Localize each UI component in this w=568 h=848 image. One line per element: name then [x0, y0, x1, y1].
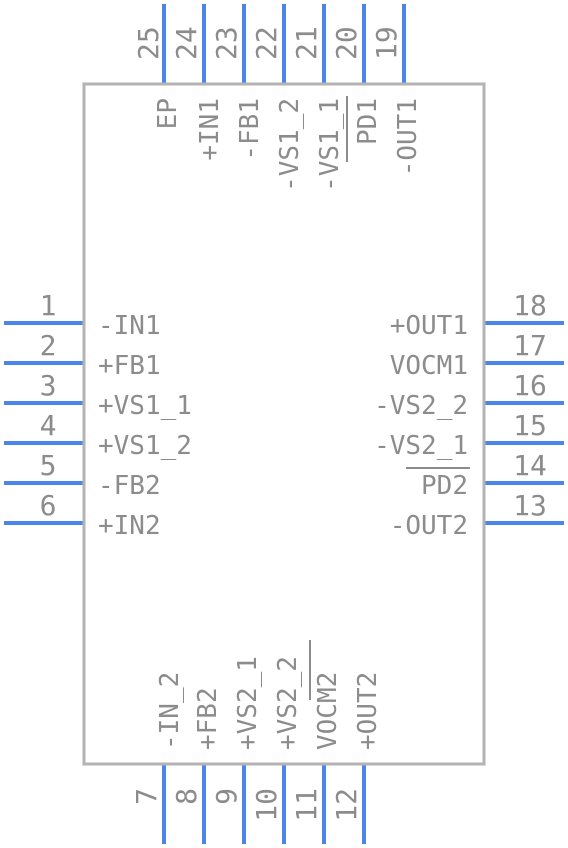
- pin-number-6: 6: [40, 489, 57, 522]
- left-pin-lines: [4, 321, 84, 525]
- component-body: [82, 82, 486, 766]
- pin-number-13: 13: [513, 489, 547, 522]
- pin-number-22: 22: [250, 26, 283, 60]
- right-pin-names: +OUT1 VOCM1 -VS2_2 -VS2_1 PD2 -OUT2: [374, 311, 468, 541]
- pin-name-7: -IN_2: [155, 672, 185, 750]
- pin-name-21: -VS1_1: [315, 98, 345, 192]
- pin-name-23: -FB1: [235, 98, 265, 161]
- top-pin-lines: [162, 4, 406, 84]
- bottom-pin-lines: [162, 764, 366, 844]
- pin-number-16: 16: [513, 369, 547, 402]
- pin-number-7: 7: [130, 788, 163, 805]
- pin-name-12: +OUT2: [353, 672, 383, 750]
- pin-name-14: PD2: [421, 471, 468, 501]
- pin-number-15: 15: [513, 409, 547, 442]
- pin-name-5: -FB2: [98, 471, 161, 501]
- pin-number-19: 19: [370, 26, 403, 60]
- pin-number-2: 2: [40, 329, 57, 362]
- pin-number-25: 25: [132, 26, 165, 60]
- pin-name-10: +VS2_2: [273, 656, 303, 750]
- pin-name-9: +VS2_1: [233, 656, 263, 750]
- pin-number-4: 4: [40, 409, 57, 442]
- right-pin-numbers: 18 17 16 15 14 13: [513, 289, 547, 522]
- pin-number-14: 14: [513, 449, 547, 482]
- bottom-pin-names: -IN_2 +FB2 +VS2_1 +VS2_2 VOCM2 +OUT2: [155, 656, 383, 750]
- pin-name-18: +OUT1: [390, 311, 468, 341]
- right-pin-lines: [484, 321, 564, 525]
- pin-number-11: 11: [290, 788, 323, 822]
- pin-number-5: 5: [40, 449, 57, 482]
- top-pin-numbers: 25 24 23 22 21 20 19: [132, 26, 403, 60]
- pin-name-16: -VS2_2: [374, 391, 468, 421]
- pin-name-25: EP: [153, 98, 183, 129]
- top-pin-names: EP +IN1 -FB1 -VS1_2 -VS1_1 PD1 -OUT1: [153, 98, 423, 192]
- pin-name-22: -VS1_2: [275, 98, 305, 192]
- pin-number-24: 24: [170, 26, 203, 60]
- pin-number-20: 20: [330, 26, 363, 60]
- pin-name-19: -OUT1: [393, 98, 423, 176]
- bottom-pin-numbers: 7 8 9 10 11 12: [130, 788, 363, 822]
- pin-name-2: +FB1: [98, 351, 161, 381]
- pin-name-4: +VS1_2: [98, 431, 192, 461]
- pin-name-15: -VS2_1: [374, 431, 468, 461]
- pin-name-3: +VS1_1: [98, 391, 192, 421]
- left-pin-numbers: 1 2 3 4 5 6: [40, 289, 57, 522]
- pin-number-3: 3: [40, 369, 57, 402]
- pin-name-8: +FB2: [193, 687, 223, 750]
- pin-name-6: +IN2: [98, 511, 161, 541]
- pin-name-11: VOCM2: [313, 672, 343, 750]
- pin-name-13: -OUT2: [390, 511, 468, 541]
- pin-number-8: 8: [170, 788, 203, 805]
- pin-number-17: 17: [513, 329, 547, 362]
- pin-name-1: -IN1: [98, 311, 161, 341]
- pin-name-20: PD1: [353, 98, 383, 145]
- pin-name-17: VOCM1: [390, 351, 468, 381]
- pin-number-18: 18: [513, 289, 547, 322]
- pin-number-23: 23: [210, 26, 243, 60]
- pin-number-1: 1: [40, 289, 57, 322]
- pin-number-9: 9: [210, 788, 243, 805]
- left-pin-names: -IN1 +FB1 +VS1_1 +VS1_2 -FB2 +IN2: [98, 311, 192, 541]
- pin-number-10: 10: [250, 788, 283, 822]
- pin-number-21: 21: [290, 26, 323, 60]
- pin-name-24: +IN1: [195, 98, 225, 161]
- pin-number-12: 12: [330, 788, 363, 822]
